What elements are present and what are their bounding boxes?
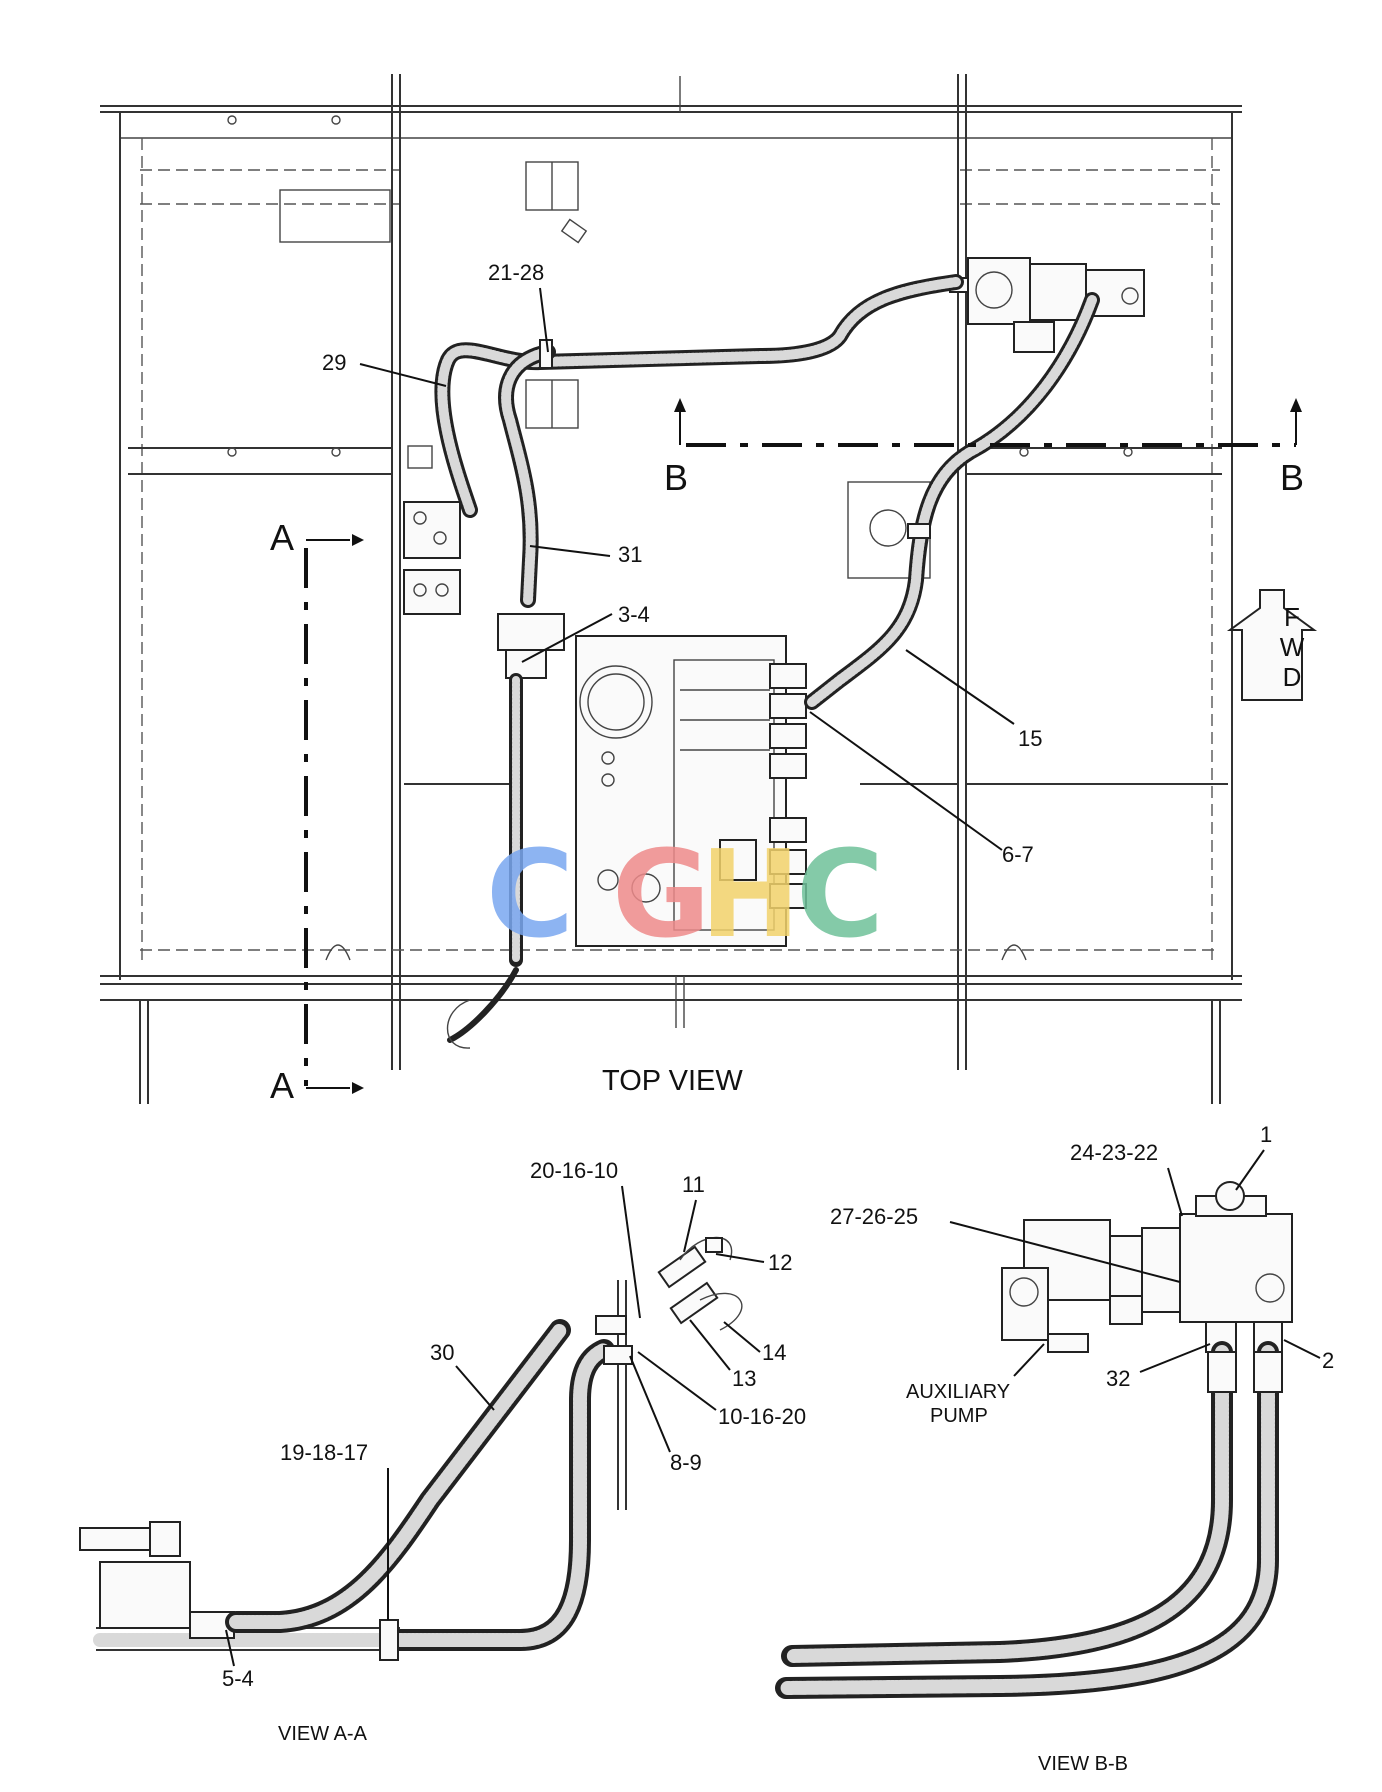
watermark-letter-c1: C [486,826,574,965]
view-a-a-title: VIEW A-A [278,1723,368,1745]
callout-5-4: 5-4 [222,1666,254,1691]
watermark-letter-h: H [700,826,800,965]
view-a-a [79,1236,743,1661]
callout-6-7: 6-7 [1002,842,1034,867]
forward-direction-arrow: F W D [1226,589,1318,701]
callout-31: 31 [618,542,642,567]
callout-15: 15 [1018,726,1042,751]
section-label-a-bottom: A [270,1065,294,1106]
callout-32: 32 [1106,1366,1130,1391]
fwd-letter-w: W [1280,632,1305,662]
view-a-a-callouts: 20-16-10 11 12 30 14 13 10-16-20 19-18-1… [222,1158,806,1745]
callout-19-18-17: 19-18-17 [280,1440,368,1465]
callout-12: 12 [768,1250,792,1275]
callout-24-23-22: 24-23-22 [1070,1140,1158,1165]
callout-20-16-10: 20-16-10 [530,1158,618,1183]
callout-1: 1 [1260,1122,1272,1147]
fwd-letter-d: D [1283,662,1302,692]
section-label-b-left: B [664,457,688,498]
aux-pump-label-line2: PUMP [930,1405,988,1427]
view-b-b-title: VIEW B-B [1038,1753,1128,1775]
view-b-b-callouts: 1 24-23-22 27-26-25 2 32 AUXILIARY PUMP … [830,1122,1334,1775]
top-view-hoses [434,274,1100,1049]
callout-30: 30 [430,1340,454,1365]
watermark-letter-g: G [612,826,711,965]
top-view-frame [100,74,1242,1104]
top-view-callouts: 21-28 29 31 3-4 15 6-7 TOP VIEW [322,260,1042,1097]
callout-3-4: 3-4 [618,602,650,627]
callout-29: 29 [322,350,346,375]
section-marker-a-a: A A [270,517,364,1106]
section-marker-b-b: B B [664,398,1304,498]
aux-pump-label-line1: AUXILIARY [906,1381,1010,1403]
callout-11: 11 [682,1172,705,1197]
top-view-title: TOP VIEW [602,1065,743,1097]
watermark-letter-c2: C [796,826,884,965]
section-label-a-top: A [270,517,294,558]
callout-2: 2 [1322,1348,1334,1373]
callout-13: 13 [732,1366,756,1391]
watermark-logo: C G H C [486,826,884,965]
view-b-b [775,1181,1293,1699]
callout-27-26-25: 27-26-25 [830,1204,918,1229]
fwd-letter-f: F [1284,602,1300,632]
callout-10-16-20: 10-16-20 [718,1404,806,1429]
callout-21-28: 21-28 [488,260,544,285]
callout-14: 14 [762,1340,786,1365]
section-label-b-right: B [1280,457,1304,498]
aux-pump-top [949,257,1145,353]
callout-8-9: 8-9 [670,1450,702,1475]
main-valve-block [575,635,807,947]
